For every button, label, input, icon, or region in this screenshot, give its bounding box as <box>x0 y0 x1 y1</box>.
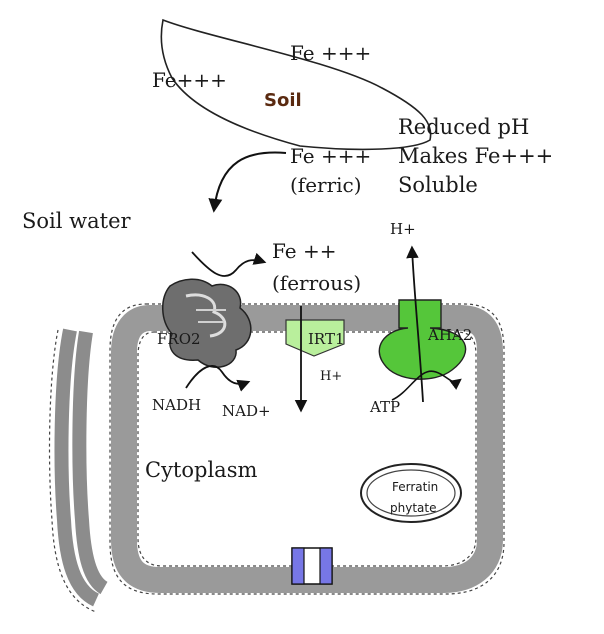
fe-top-label: Fe +++ <box>290 41 371 65</box>
proton-export-arrow <box>406 245 424 403</box>
membrane-outer-heads <box>109 303 505 595</box>
soil-to-water-arrow <box>208 151 287 213</box>
cytoplasm-label: Cytoplasm <box>145 458 257 482</box>
adjacent-membrane-heads <box>48 329 97 613</box>
membrane-channel <box>291 547 333 585</box>
reduced-ph-label: Reduced pH <box>398 115 529 139</box>
soluble-label: Soluble <box>398 173 478 197</box>
atp-label: ATP <box>369 398 400 416</box>
makes-fe-label: Makes Fe+++ <box>398 144 553 168</box>
fe-left-label: Fe+++ <box>152 68 227 92</box>
fro2-protein <box>162 278 252 368</box>
ferratin-label: Ferratin <box>392 480 438 494</box>
ferric-label: (ferric) <box>290 173 362 197</box>
fro2-outer-arrow <box>191 251 267 277</box>
ferrous-name-label: (ferrous) <box>272 271 361 295</box>
aha2-label: AHA2 <box>427 326 472 344</box>
nadh-label: NADH <box>152 396 201 414</box>
soil-outline <box>160 18 432 151</box>
nad-label: NAD+ <box>222 402 271 420</box>
adjacent-membrane <box>54 328 109 607</box>
ferratin-vesicle <box>360 463 462 523</box>
membrane-inner-heads <box>137 331 477 567</box>
nadh-arrow <box>185 365 251 392</box>
membrane-band <box>111 305 503 593</box>
phytate-label: phytate <box>390 501 436 515</box>
fe-lower-label: Fe +++ <box>290 144 371 168</box>
ferrous-fe-label: Fe ++ <box>272 239 337 263</box>
soil-label: Soil <box>264 90 302 111</box>
h-plus-out-label: H+ <box>390 220 416 238</box>
irt1-label: IRT1 <box>308 330 345 348</box>
aha2-protein <box>378 299 467 380</box>
soil-water-label: Soil water <box>22 209 131 233</box>
atp-arrow <box>391 370 462 401</box>
cell-membrane <box>48 303 505 613</box>
h-plus-in-label: H+ <box>320 369 342 384</box>
fro2-label: FRO2 <box>157 330 201 348</box>
